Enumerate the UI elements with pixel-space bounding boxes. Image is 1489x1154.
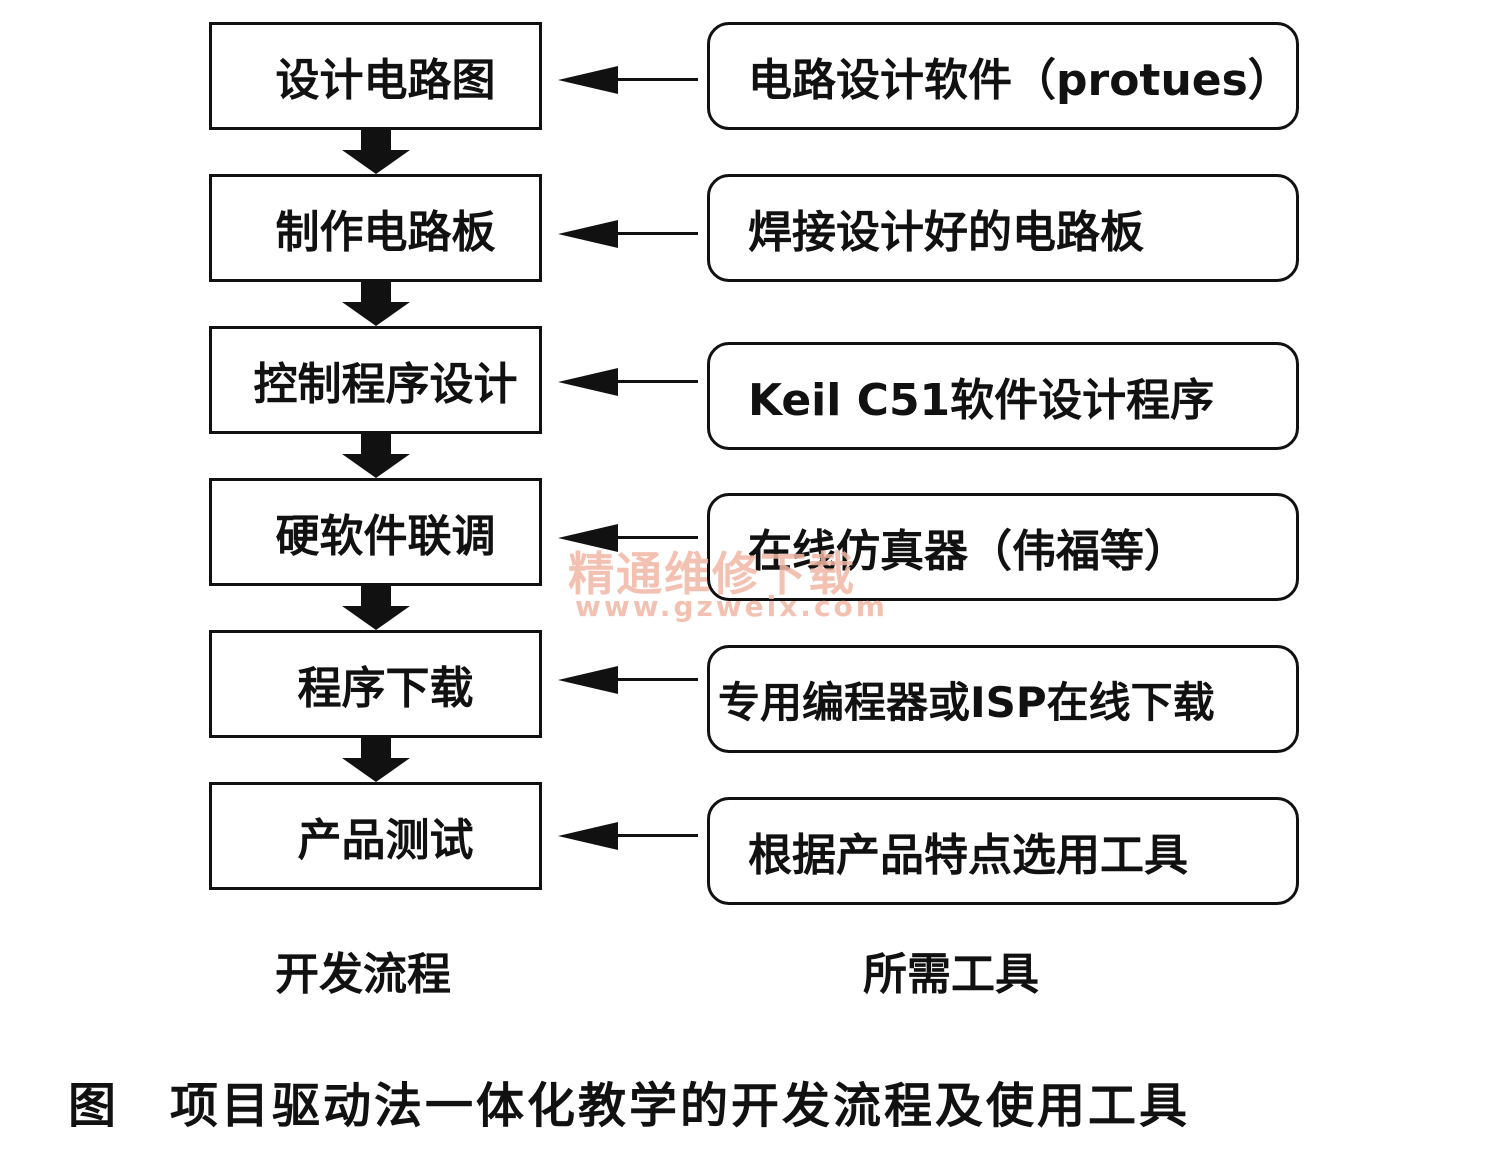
- arrow-shaft: [610, 78, 698, 81]
- down-arrow-stem: [361, 586, 391, 608]
- tool-select-by-product: 根据产品特点选用工具: [707, 797, 1299, 905]
- arrow-shaft: [610, 678, 698, 681]
- left-arrow-icon: [558, 822, 618, 850]
- step-label: 程序下载: [297, 663, 474, 714]
- down-arrow-icon: [342, 758, 410, 782]
- left-arrow-icon: [558, 666, 618, 694]
- step-product-test: 产品测试: [209, 782, 542, 890]
- tool-programmer-isp: 专用编程器或ISP在线下载: [707, 645, 1299, 753]
- figure-caption: 图 项目驱动法一体化教学的开发流程及使用工具: [68, 1078, 1191, 1134]
- down-arrow-stem: [361, 738, 391, 760]
- step-label: 设计电路图: [275, 55, 496, 106]
- tool-label: 电路设计软件（protues）: [748, 55, 1292, 106]
- tool-circuit-software: 电路设计软件（protues）: [707, 22, 1299, 130]
- step-label: 产品测试: [297, 815, 474, 866]
- tool-emulator: 在线仿真器（伟福等）: [707, 493, 1299, 601]
- step-label: 制作电路板: [275, 207, 496, 258]
- arrow-shaft: [610, 536, 698, 539]
- tool-label: 专用编程器或ISP在线下载: [718, 677, 1215, 727]
- tool-label: 根据产品特点选用工具: [748, 830, 1188, 881]
- step-label: 硬软件联调: [275, 511, 496, 562]
- down-arrow-icon: [342, 150, 410, 174]
- arrow-shaft: [610, 834, 698, 837]
- tool-label: Keil C51软件设计程序: [748, 375, 1215, 426]
- column-header-process: 开发流程: [275, 949, 451, 1000]
- down-arrow-stem: [361, 434, 391, 456]
- step-make-board: 制作电路板: [209, 174, 542, 282]
- left-arrow-icon: [558, 368, 618, 396]
- step-joint-debug: 硬软件联调: [209, 478, 542, 586]
- watermark-text: 精通维修下载: [568, 547, 856, 601]
- down-arrow-icon: [342, 454, 410, 478]
- step-design-circuit: 设计电路图: [209, 22, 542, 130]
- left-arrow-icon: [558, 220, 618, 248]
- arrow-shaft: [610, 232, 698, 235]
- step-program-design: 控制程序设计: [209, 326, 542, 434]
- down-arrow-icon: [342, 302, 410, 326]
- watermark-url: www.gzweix.com: [575, 590, 888, 623]
- arrow-shaft: [610, 380, 698, 383]
- tool-keil-c51: Keil C51软件设计程序: [707, 342, 1299, 450]
- left-arrow-icon: [558, 66, 618, 94]
- left-arrow-icon: [558, 524, 618, 552]
- tool-soldering: 焊接设计好的电路板: [707, 174, 1299, 282]
- tool-label: 焊接设计好的电路板: [748, 207, 1144, 258]
- down-arrow-stem: [361, 130, 391, 152]
- down-arrow-icon: [342, 606, 410, 630]
- step-program-download: 程序下载: [209, 630, 542, 738]
- down-arrow-stem: [361, 282, 391, 304]
- column-header-tools: 所需工具: [863, 949, 1039, 1000]
- tool-label: 在线仿真器（伟福等）: [748, 526, 1188, 577]
- step-label: 控制程序设计: [253, 359, 518, 410]
